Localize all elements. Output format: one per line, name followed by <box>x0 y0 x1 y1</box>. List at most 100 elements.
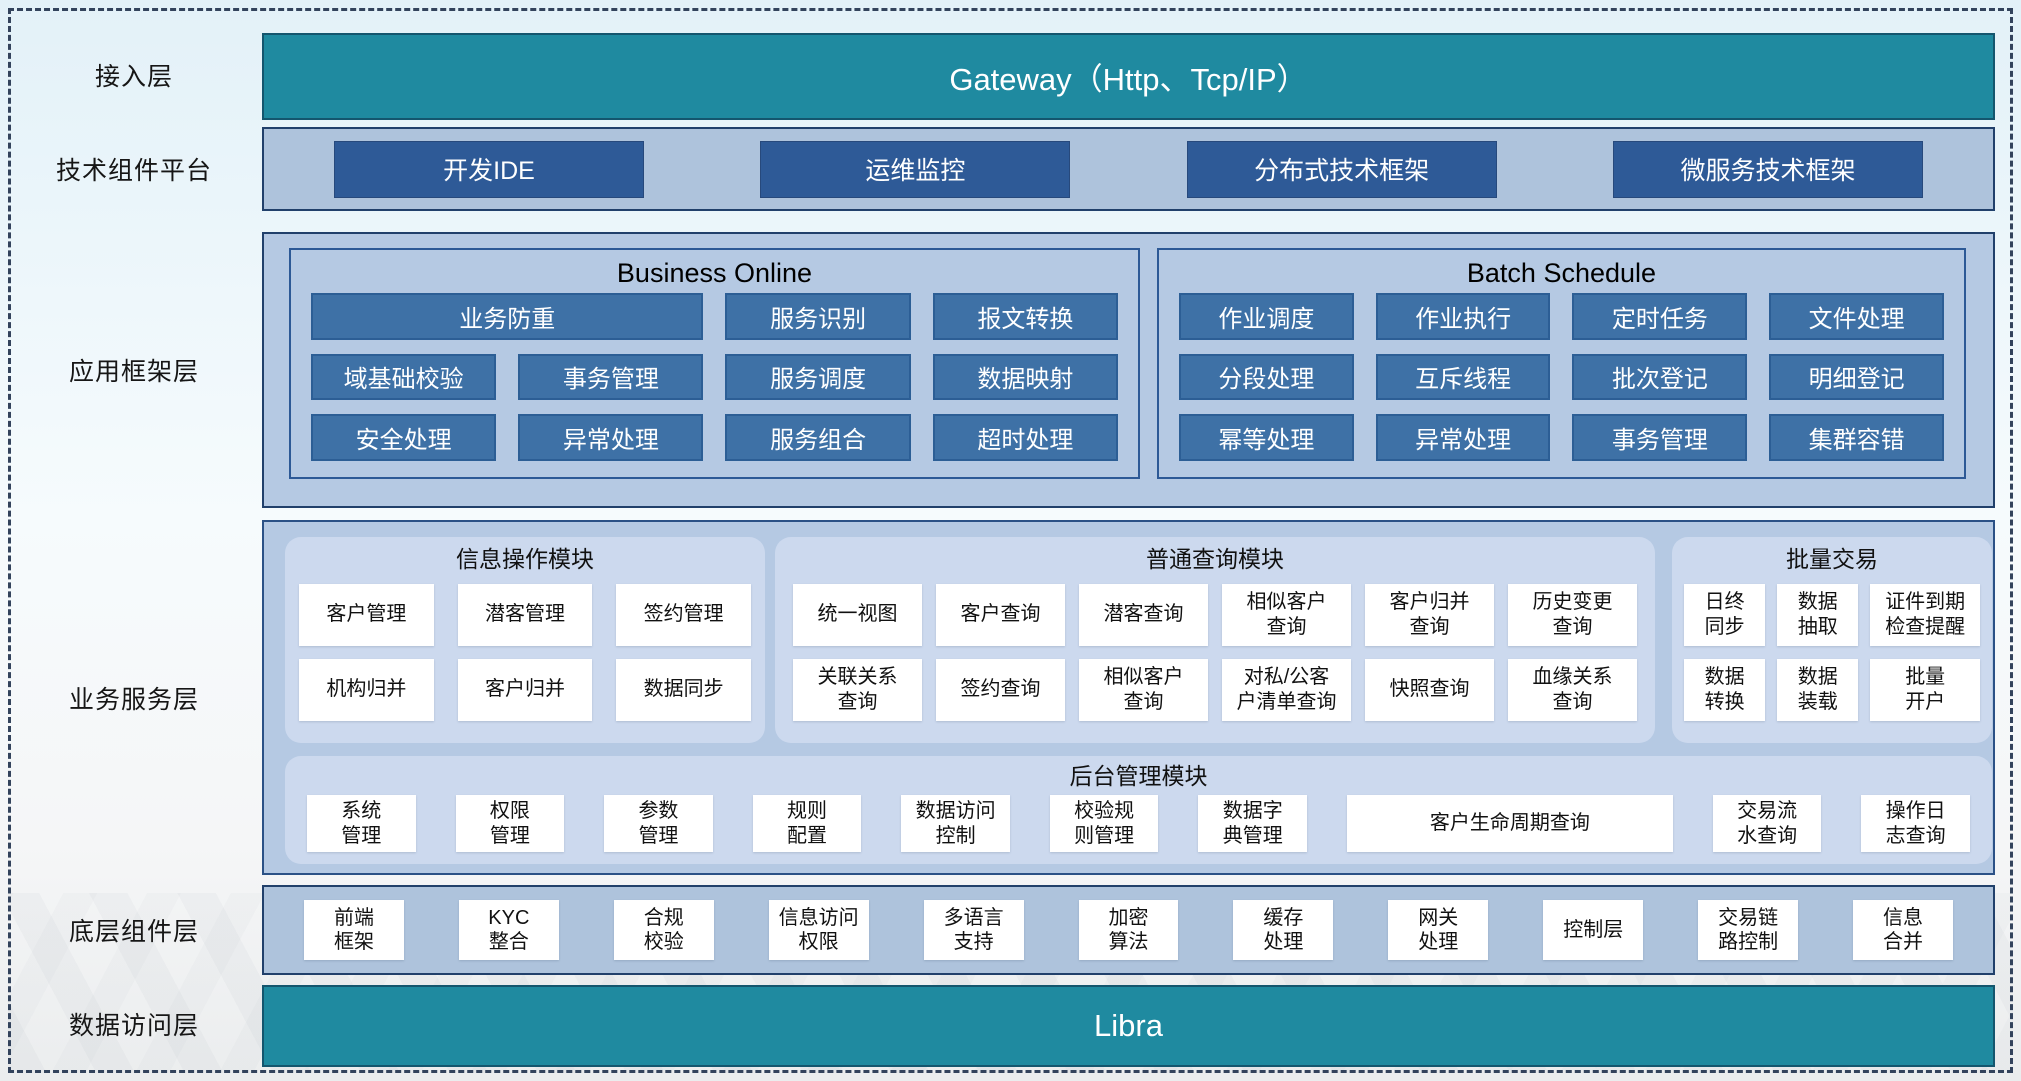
common-query-grid: 统一视图 客户查询 潜客查询 相似客户 查询 客户归并 查询 历史变更 查询 关… <box>793 575 1637 729</box>
base-components-panel: 前端 框架 KYC 整合 合规 校验 信息访问 权限 多语言 支持 加密 算法 … <box>262 885 1995 975</box>
app-framework-panel: Business Online 业务防重 服务识别 报文转换 域基础校验 事务管… <box>262 232 1995 508</box>
framework-box: 作业执行 <box>1375 293 1551 340</box>
batch-schedule-panel: Batch Schedule 作业调度 作业执行 定时任务 文件处理 分段处理 … <box>1156 248 1966 479</box>
framework-box: 数据映射 <box>932 353 1118 401</box>
layer-data-access: 数据访问层 Libra <box>0 985 2021 1067</box>
service-box: 客户归并 <box>457 658 593 721</box>
framework-box: 服务识别 <box>725 293 911 340</box>
business-online-grid: 业务防重 服务识别 报文转换 域基础校验 事务管理 服务调度 数据映射 安全处理… <box>311 293 1118 461</box>
layer-label-data-access: 数据访问层 <box>68 1012 199 1040</box>
framework-box: 超时处理 <box>932 414 1118 461</box>
service-box: 数据同步 <box>616 658 751 721</box>
service-box: 规则 配置 <box>752 795 862 852</box>
base-box: 控制层 <box>1543 900 1644 960</box>
framework-box: 安全处理 <box>311 414 497 461</box>
service-box: 数据 装载 <box>1777 658 1859 721</box>
service-box: 数据访问 控制 <box>901 795 1010 852</box>
framework-box: 事务管理 <box>1572 414 1748 461</box>
service-box: 批量 开户 <box>1870 658 1980 721</box>
layer-label-business-service: 业务服务层 <box>68 685 199 714</box>
framework-box: 集群容错 <box>1769 414 1944 461</box>
service-box: 参数 管理 <box>604 795 713 852</box>
tech-item-dev-ide: 开发IDE <box>334 140 644 198</box>
batch-trade-grid: 日终 同步 数据 抽取 证件到期 检查提醒 数据 转换 数据 装载 批量 开户 <box>1684 575 1980 729</box>
framework-box: 分段处理 <box>1178 353 1354 401</box>
service-box: 日终 同步 <box>1684 583 1766 646</box>
layer-label-access: 接入层 <box>94 62 173 91</box>
admin-module-title: 后台管理模块 <box>1069 763 1208 789</box>
tech-platform-panel: 开发IDE 运维监控 分布式技术框架 微服务技术框架 <box>262 127 1995 211</box>
framework-box: 批次登记 <box>1572 353 1748 401</box>
framework-box: 文件处理 <box>1769 293 1944 340</box>
base-box: 加密 算法 <box>1078 900 1179 960</box>
gateway-bar: Gateway（Http、Tcp/IP） <box>262 33 1995 120</box>
layer-label-base-components: 底层组件层 <box>68 918 199 946</box>
batch-schedule-grid: 作业调度 作业执行 定时任务 文件处理 分段处理 互斥线程 批次登记 明细登记 … <box>1178 293 1944 461</box>
service-box: 系统 管理 <box>307 795 416 852</box>
service-box: 数据字 典管理 <box>1198 795 1308 852</box>
layer-tech-platform: 技术组件平台 开发IDE 运维监控 分布式技术框架 微服务技术框架 <box>0 127 2021 211</box>
service-box: 校验规 则管理 <box>1049 795 1159 852</box>
framework-box: 明细登记 <box>1769 353 1944 401</box>
base-box: 缓存 处理 <box>1233 900 1334 960</box>
tech-item-distributed-framework: 分布式技术框架 <box>1186 140 1497 198</box>
layer-label-tech-platform: 技术组件平台 <box>55 157 212 185</box>
admin-module-row: 系统 管理 权限 管理 参数 管理 规则 配置 数据访问 控制 校验规 则管理 … <box>307 795 1970 852</box>
info-operation-module: 信息操作模块 客户管理 潜客管理 签约管理 机构归并 客户归并 数据同步 <box>285 537 765 743</box>
service-box: 签约管理 <box>616 583 751 646</box>
framework-box: 互斥线程 <box>1375 353 1551 401</box>
base-box: 信息访问 权限 <box>768 900 869 960</box>
service-box: 机构归并 <box>299 658 434 721</box>
base-box: 前端 框架 <box>304 900 404 960</box>
base-box: 合规 校验 <box>613 900 714 960</box>
layer-access: 接入层 Gateway（Http、Tcp/IP） <box>0 33 2021 120</box>
info-operation-grid: 客户管理 潜客管理 签约管理 机构归并 客户归并 数据同步 <box>299 575 751 729</box>
service-box: 血缘关系 查询 <box>1508 658 1637 721</box>
service-box: 统一视图 <box>793 583 922 646</box>
business-online-title: Business Online <box>616 258 813 288</box>
service-box: 签约查询 <box>936 658 1065 721</box>
framework-box: 报文转换 <box>932 293 1118 340</box>
admin-module: 后台管理模块 系统 管理 权限 管理 参数 管理 规则 配置 数据访问 控制 校… <box>285 756 1992 864</box>
service-box: 客户查询 <box>936 583 1065 646</box>
service-box: 对私/公客 户清单查询 <box>1222 658 1351 721</box>
service-box: 潜客管理 <box>457 583 593 646</box>
layer-business-service: 业务服务层 信息操作模块 客户管理 潜客管理 签约管理 机构归并 客户归并 数据… <box>0 520 2021 875</box>
service-box: 客户管理 <box>299 583 434 646</box>
business-service-panel: 信息操作模块 客户管理 潜客管理 签约管理 机构归并 客户归并 数据同步 普通查… <box>262 520 1995 875</box>
service-box: 交易流 水查询 <box>1712 795 1822 852</box>
layer-app-framework: 应用框架层 Business Online 业务防重 服务识别 报文转换 域基础… <box>0 232 2021 508</box>
service-box: 数据 抽取 <box>1777 583 1859 646</box>
service-box: 数据 转换 <box>1684 658 1766 721</box>
framework-box: 业务防重 <box>311 293 704 340</box>
info-operation-title: 信息操作模块 <box>456 546 594 572</box>
libra-bar: Libra <box>262 985 1995 1067</box>
base-box: 多语言 支持 <box>923 900 1024 960</box>
framework-box: 域基础校验 <box>311 353 497 401</box>
service-box: 相似客户 查询 <box>1079 658 1208 721</box>
framework-box: 异常处理 <box>1375 414 1551 461</box>
framework-box: 作业调度 <box>1178 293 1354 340</box>
service-box: 潜客查询 <box>1079 583 1208 646</box>
layer-base-components: 底层组件层 前端 框架 KYC 整合 合规 校验 信息访问 权限 多语言 支持 … <box>0 885 2021 975</box>
batch-schedule-title: Batch Schedule <box>1466 258 1657 288</box>
batch-trade-title: 批量交易 <box>1786 546 1878 572</box>
tech-item-microservice-framework: 微服务技术框架 <box>1612 140 1923 198</box>
service-box: 历史变更 查询 <box>1508 583 1637 646</box>
layer-label-app-framework: 应用框架层 <box>68 358 199 386</box>
service-box: 快照查询 <box>1365 658 1494 721</box>
framework-box: 事务管理 <box>518 353 704 401</box>
framework-box: 服务组合 <box>725 414 911 461</box>
business-online-panel: Business Online 业务防重 服务识别 报文转换 域基础校验 事务管… <box>289 248 1140 479</box>
tech-item-ops-monitor: 运维监控 <box>760 140 1071 198</box>
framework-box: 定时任务 <box>1572 293 1748 340</box>
framework-box: 幂等处理 <box>1178 414 1354 461</box>
service-box: 关联关系 查询 <box>793 658 922 721</box>
service-box: 客户生命周期查询 <box>1347 795 1673 852</box>
service-box: 权限 管理 <box>455 795 565 852</box>
common-query-module: 普通查询模块 统一视图 客户查询 潜客查询 相似客户 查询 客户归并 查询 历史… <box>775 537 1655 743</box>
service-box: 相似客户 查询 <box>1222 583 1351 646</box>
base-box: 信息 合并 <box>1853 900 1953 960</box>
framework-box: 异常处理 <box>518 414 704 461</box>
